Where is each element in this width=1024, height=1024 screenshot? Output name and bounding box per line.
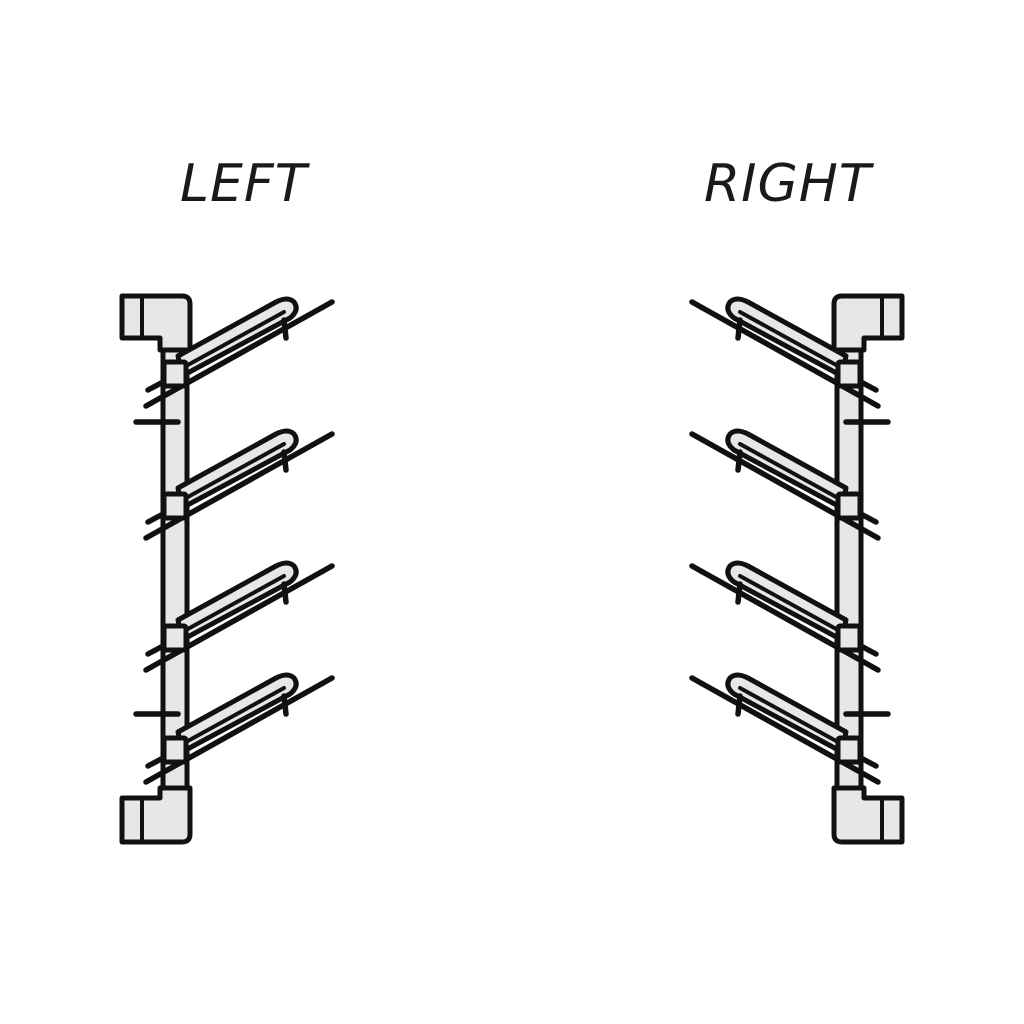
left-rack xyxy=(119,293,332,845)
right-rack xyxy=(692,293,905,845)
left-label: LEFT xyxy=(180,154,308,214)
right-label: RIGHT xyxy=(704,154,872,214)
left-rack-top-bracket xyxy=(119,293,193,353)
right-rack-top-bracket xyxy=(831,293,905,353)
right-rack-bottom-bracket xyxy=(831,785,905,845)
left-rack-bottom-bracket xyxy=(119,785,193,845)
